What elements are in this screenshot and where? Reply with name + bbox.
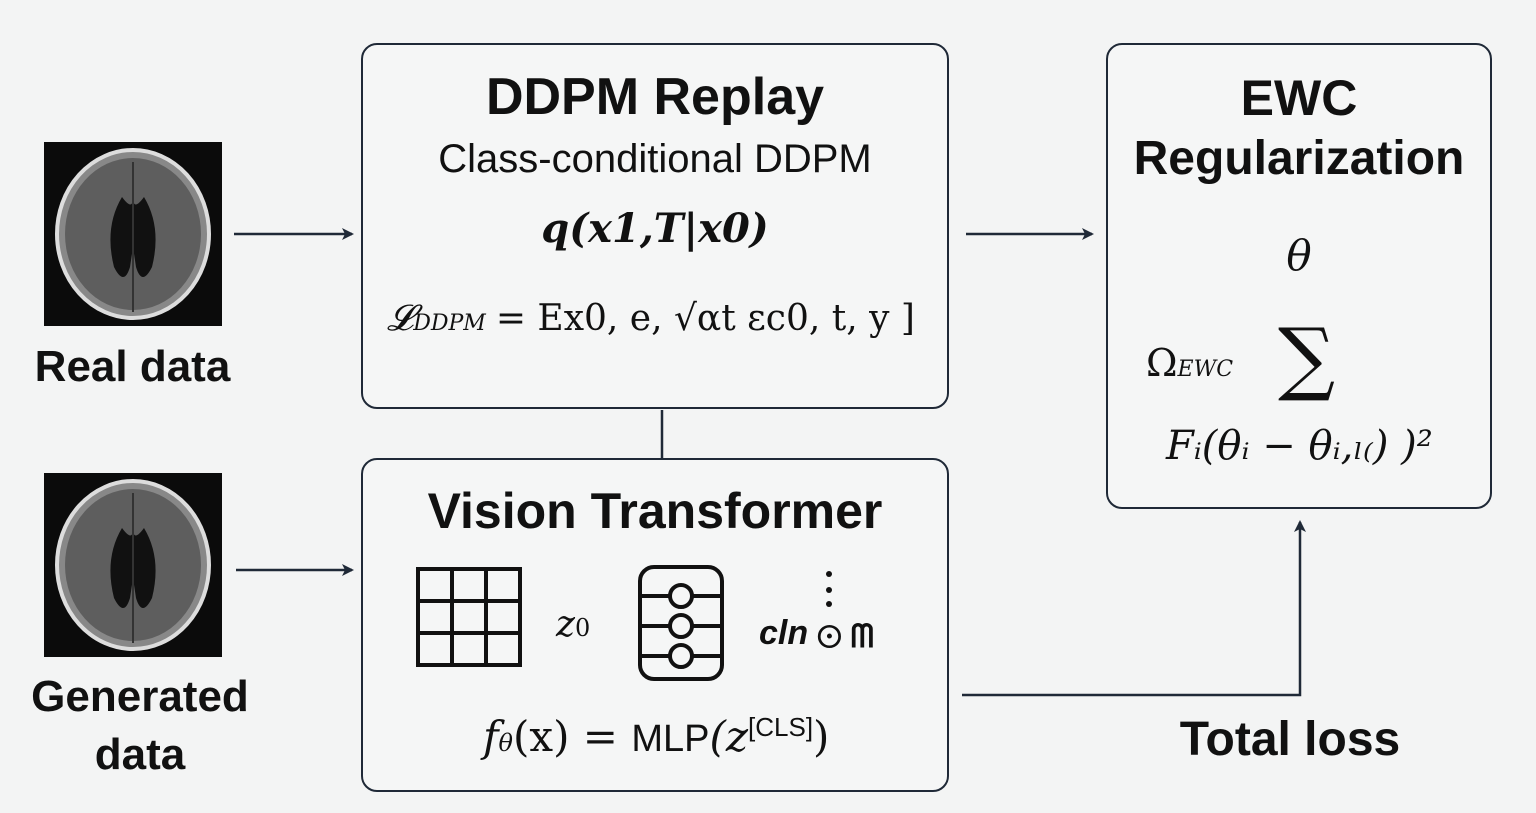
ewc-title-line2: Regularization	[1133, 132, 1465, 185]
sum-symbol: ∑	[1278, 311, 1336, 404]
formula-mid: (x) =	[513, 712, 632, 761]
ewc-regularization-box: EWC Regularization θ ΩEWC ∑ Fᵢ(θᵢ − θᵢ,ₗ…	[1106, 43, 1492, 509]
z-symbol: z	[556, 604, 575, 645]
ddpm-loss-formula: 𝓛DDPM = Ex0, e, √αt εc0, t, y ]	[387, 297, 915, 340]
vision-transformer-box: Vision Transformer z0 cln ⊙ ᗰ fθ(x) = ML…	[361, 458, 949, 792]
ddpm-title: DDPM Replay	[485, 68, 825, 126]
omega-subscript: EWC	[1177, 357, 1234, 382]
ewc-theta: θ	[1286, 231, 1312, 280]
vit-title: Vision Transformer	[427, 483, 883, 539]
ddpm-subtitle: Class-conditional DDPM	[438, 137, 872, 181]
formula-mlp: MLP	[631, 718, 710, 760]
formula-z: (z	[709, 712, 749, 761]
real-brain-image	[44, 142, 222, 326]
loss-subscript: DDPM	[413, 311, 486, 336]
cls-token-glyphs: cln ⊙ ᗰ	[759, 568, 899, 678]
formula-f: f	[483, 712, 499, 761]
patch-grid-icon	[416, 567, 522, 667]
real-data-label: Real data	[34, 342, 231, 391]
brain-scan-icon	[55, 479, 211, 651]
formula-theta: θ	[498, 729, 513, 757]
ewc-title-line1: EWC	[1240, 70, 1358, 126]
cls-glyph: ⊙ ᗰ	[817, 618, 874, 654]
transformer-encoder-icon	[638, 565, 724, 681]
generated-label-line2: data	[94, 730, 186, 779]
ddpm-forward-formula: q(x1,T|x0)	[541, 205, 769, 252]
z-subscript: 0	[574, 614, 591, 642]
fisher-term: Fᵢ(θᵢ − θᵢ,ₗ₍) )²	[1166, 423, 1433, 469]
formula-end: )	[813, 712, 830, 761]
vit-formula: fθ(x) = MLP(z[CLS])	[483, 712, 829, 761]
generated-label-line1: Generated	[31, 672, 249, 721]
cls-text: cln	[759, 614, 809, 652]
formula-cls: [CLS]	[748, 712, 814, 742]
z0-label: z0	[556, 604, 590, 645]
loss-symbol: 𝓛	[387, 298, 414, 339]
total-loss-label: Total loss	[1179, 713, 1401, 766]
brain-scan-icon	[55, 148, 211, 320]
generated-data-label: Generated data	[10, 668, 270, 784]
dots-icon	[826, 571, 832, 607]
omega-symbol: Ω	[1146, 341, 1178, 385]
loss-rhs: = Ex0, e, √αt εc0, t, y ]	[495, 298, 915, 339]
ewc-omega: ΩEWC	[1146, 341, 1233, 386]
total-loss-path	[962, 520, 1306, 697]
generated-brain-image	[44, 473, 222, 657]
ddpm-replay-box: DDPM Replay Class-conditional DDPM q(x1,…	[361, 43, 949, 409]
